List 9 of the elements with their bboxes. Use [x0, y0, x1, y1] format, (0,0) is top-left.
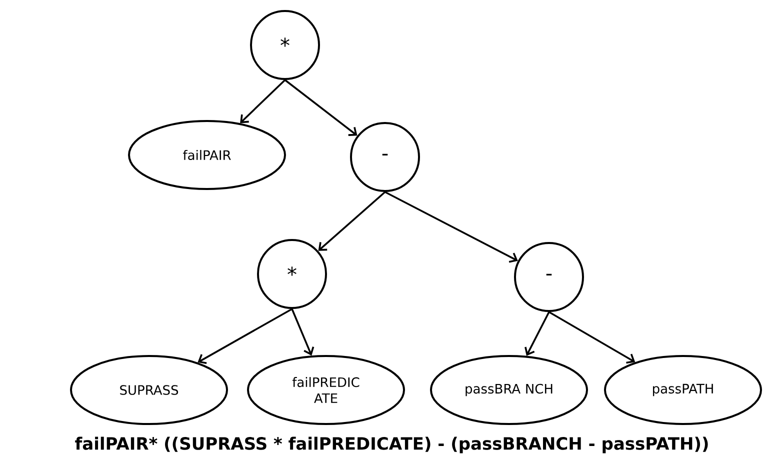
arrow: [384, 191, 518, 263]
arrow: [548, 311, 636, 364]
arrow: [284, 79, 358, 136]
arrow: [240, 79, 286, 124]
arrow: [318, 191, 386, 251]
caption: failPAIR* ((SUPRASS * failPREDICATE) - (passBRANCH - passPATH)): [75, 436, 708, 454]
arrow: [524, 312, 550, 356]
arrow: [291, 308, 314, 356]
arrow: [198, 308, 292, 364]
